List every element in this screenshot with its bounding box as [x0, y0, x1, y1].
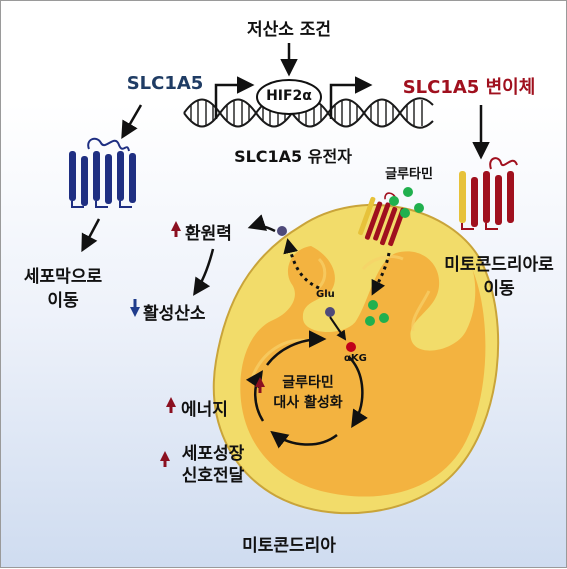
- hif2a-oval: [256, 79, 322, 115]
- mito-embedded-transporter: [358, 192, 406, 247]
- metabolism-line-1: 글루타민: [282, 375, 334, 391]
- energy-label: 에너지: [181, 400, 228, 420]
- metabolite-dot: [277, 226, 287, 236]
- metabolism-line-2: 대사 활성화: [273, 395, 343, 411]
- down-arrow-icon: [130, 299, 140, 317]
- mito-move-line-1: 미토콘드리아로: [444, 255, 554, 275]
- side-arrows: [193, 214, 276, 296]
- mito-move-label: 미토콘드리아로 이동: [444, 253, 553, 301]
- signaling-line-1: 세포성장: [181, 444, 245, 464]
- mitochondria-label: 미토콘드리아: [242, 536, 336, 556]
- signaling-line-2: 신호전달: [181, 466, 245, 486]
- dotted-paths: [283, 238, 391, 296]
- membrane-transporter: [69, 137, 136, 208]
- tca-cycle: [245, 330, 368, 449]
- glu-to-akg-arrow: [329, 316, 347, 341]
- signaling-label: 세포성장 신호전달: [182, 443, 245, 487]
- glu-label: Glu: [316, 289, 335, 300]
- hif2a-label: HIF2α: [266, 88, 312, 104]
- gene-label: SLC1A5 유전자: [234, 147, 352, 166]
- mito-move-line-2: 이동: [483, 279, 515, 299]
- up-arrow-icon: [160, 221, 265, 467]
- variant-transporter: [459, 157, 518, 230]
- akg-dot: [346, 342, 356, 352]
- metabolism-label: 글루타민 대사 활성화: [273, 373, 342, 413]
- slc1a5-title: SLC1A5: [126, 73, 204, 94]
- glu-dot: [325, 307, 335, 317]
- variant-title: SLC1A5 변이체: [402, 77, 536, 98]
- gene-arrows: [81, 43, 490, 253]
- membrane-move-label: 세포막으로 이동: [24, 265, 102, 313]
- akg-label: αKG: [344, 353, 367, 364]
- glutamine-label: 글루타민: [385, 167, 433, 182]
- ros-label: 활성산소: [143, 304, 206, 324]
- membrane-move-line-1: 세포막으로: [23, 267, 103, 287]
- membrane-move-line-2: 이동: [47, 291, 79, 311]
- glutamine-dots: [365, 187, 424, 326]
- hypoxia-label: 저산소 조건: [246, 20, 332, 40]
- reducing-power-label: 환원력: [185, 224, 232, 244]
